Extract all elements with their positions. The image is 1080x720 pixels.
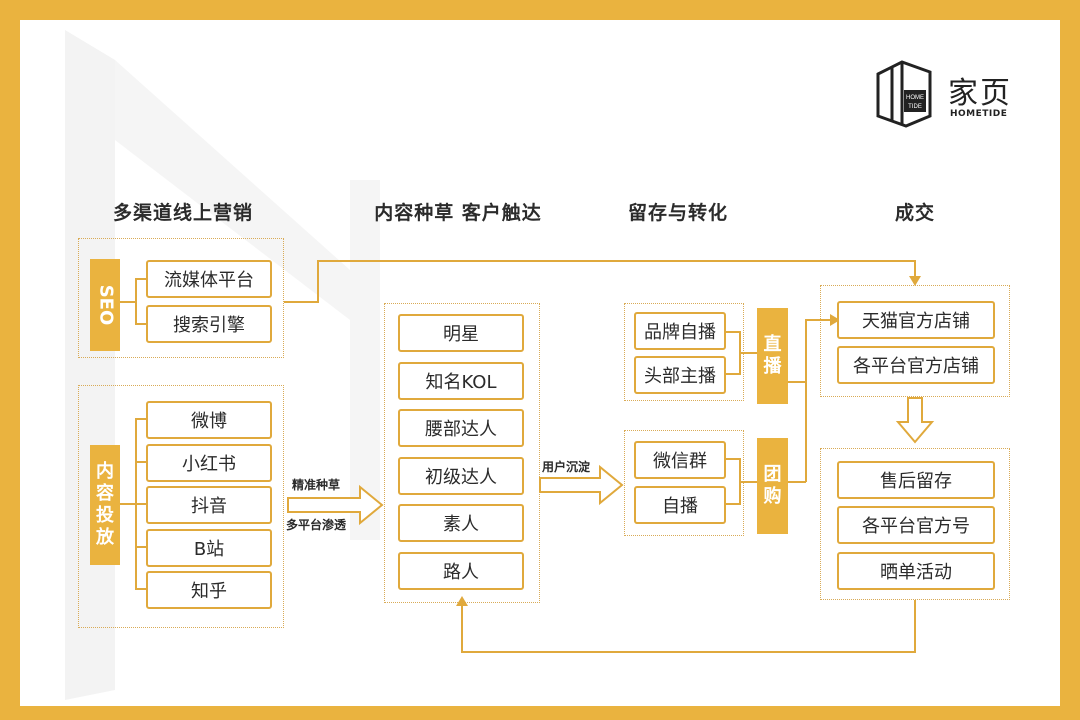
node-search-engine: 搜索引擎 xyxy=(146,305,272,343)
live-tag: 直播 xyxy=(757,308,788,404)
connector-lines xyxy=(120,260,935,653)
brand-name-cn: 家页 xyxy=(948,76,1012,111)
content-group xyxy=(78,385,284,628)
loop-arrowhead xyxy=(456,596,468,606)
node-xiaohongshu: 小红书 xyxy=(146,444,272,482)
node-mid-tier: 腰部达人 xyxy=(398,409,524,447)
node-entry-level: 初级达人 xyxy=(398,457,524,495)
store-arrowhead xyxy=(830,314,840,326)
node-wechat-group: 微信群 xyxy=(634,441,726,479)
group-buy-tag-label: 团购 xyxy=(763,464,782,507)
group-bracket xyxy=(726,458,741,505)
node-self-live: 自播 xyxy=(634,486,726,524)
node-official-accounts: 各平台官方号 xyxy=(837,506,995,544)
column-title-deal: 成交 xyxy=(894,202,935,224)
node-brand-live: 品牌自播 xyxy=(634,312,726,350)
seo-tag-label: SEO xyxy=(95,284,116,326)
label-user-settle: 用户沉淀 xyxy=(542,460,591,474)
seo-arrowhead xyxy=(909,276,921,286)
node-weibo: 微博 xyxy=(146,401,272,439)
diagram-canvas: HOME TIDE 家页 HOMETIDE 多渠道线上营销 内容种草 客户触达 … xyxy=(20,20,1060,706)
node-bilibili: B站 xyxy=(146,529,272,567)
settle-big-arrow xyxy=(539,464,624,506)
group-buy-tag: 团购 xyxy=(757,438,788,534)
node-amateur: 素人 xyxy=(398,504,524,542)
seo-tag: SEO xyxy=(90,259,120,351)
node-streaming-platform: 流媒体平台 xyxy=(146,260,272,298)
node-top-anchor: 头部主播 xyxy=(634,356,726,394)
content-tag-label: 内容投放 xyxy=(96,461,114,548)
background-watermark xyxy=(65,30,380,700)
brand-name-en: HOMETIDE xyxy=(950,109,1008,119)
column-title-content-seeding: 内容种草 客户触达 xyxy=(374,202,542,224)
live-tag-label: 直播 xyxy=(763,334,782,377)
logo-mark-line2: TIDE xyxy=(908,104,922,110)
brand-logo: HOME TIDE 家页 HOMETIDE xyxy=(872,58,1032,128)
loop-back-arrow xyxy=(461,600,916,653)
content-tag: 内容投放 xyxy=(90,445,120,565)
seeding-big-arrow xyxy=(287,484,384,526)
logo-mark-line1: HOME xyxy=(906,95,924,101)
retention-group xyxy=(820,448,1010,600)
node-review-campaign: 晒单活动 xyxy=(837,552,995,590)
node-celebrity: 明星 xyxy=(398,314,524,352)
node-tmall-store: 天猫官方店铺 xyxy=(837,301,995,339)
label-precise-seeding: 精准种草 xyxy=(292,478,341,492)
node-top-kol: 知名KOL xyxy=(398,362,524,400)
store-to-retention-arrow xyxy=(895,397,935,444)
trunk-to-store-arrow xyxy=(805,319,832,482)
node-passerby: 路人 xyxy=(398,552,524,590)
live-bracket xyxy=(726,331,741,375)
column-title-retention: 留存与转化 xyxy=(627,202,728,224)
node-after-sales: 售后留存 xyxy=(837,461,995,499)
node-douyin: 抖音 xyxy=(146,486,272,524)
seo-bracket xyxy=(135,278,146,325)
node-zhihu: 知乎 xyxy=(146,571,272,609)
seo-group xyxy=(78,238,284,358)
node-platform-stores: 各平台官方店铺 xyxy=(837,346,995,384)
seo-to-store-arrow xyxy=(284,260,916,303)
column-title-online-marketing: 多渠道线上营销 xyxy=(112,202,253,224)
label-multi-platform: 多平台渗透 xyxy=(286,518,347,532)
logo-mark-icon: HOME TIDE xyxy=(876,60,932,128)
